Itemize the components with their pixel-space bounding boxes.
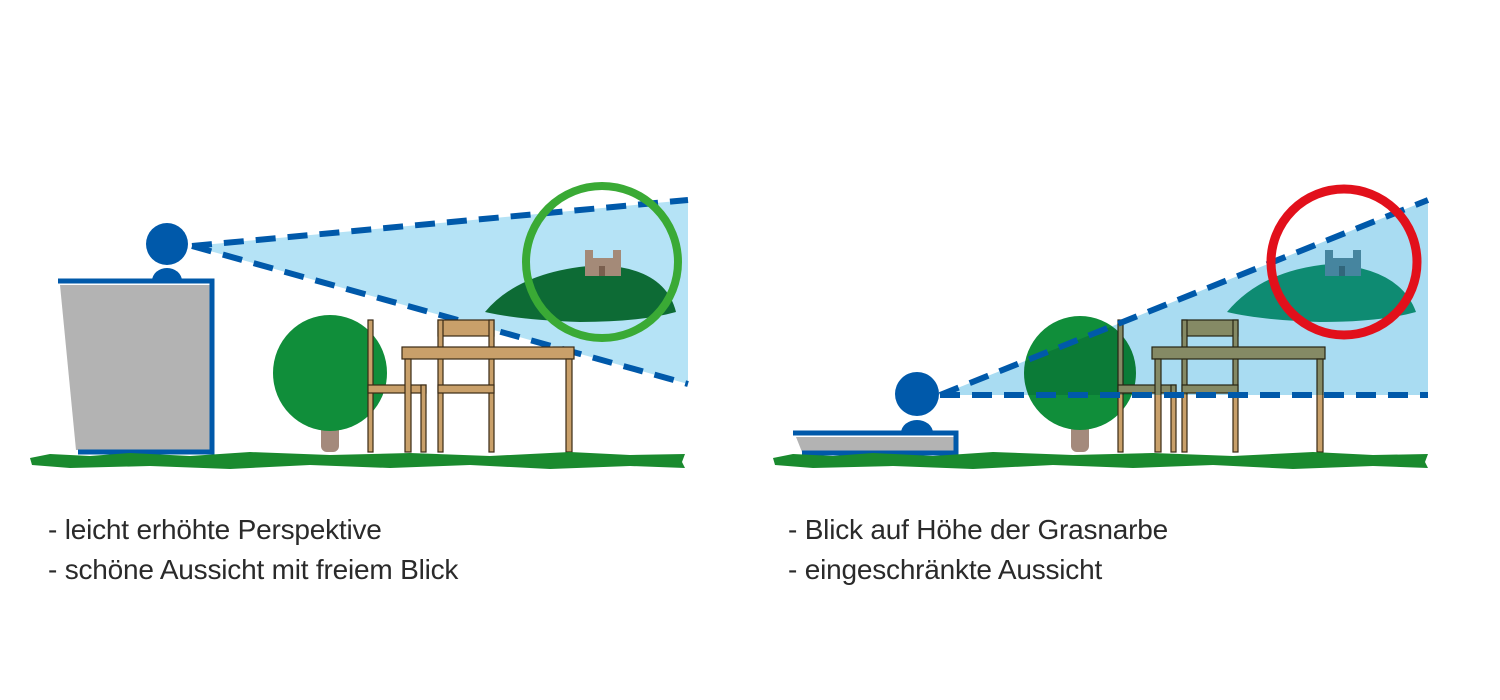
left-scene — [30, 182, 689, 469]
view-cone — [192, 200, 688, 384]
tree — [273, 315, 387, 452]
sightline-top — [191, 197, 689, 249]
grass — [30, 452, 685, 469]
chair-right — [437, 319, 495, 453]
caption-line: - leicht erhöhte Perspektive — [48, 514, 382, 545]
sightline-bottom — [191, 243, 689, 387]
person-elevated — [146, 223, 188, 281]
sightline-top — [938, 197, 1430, 398]
caption-line: - schöne Aussicht mit freiem Blick — [48, 554, 459, 585]
bad-view-circle — [1266, 184, 1422, 340]
table — [401, 346, 575, 453]
raised-platform — [58, 278, 215, 455]
right-caption: - Blick auf Höhe der Grasnarbe - eingesc… — [788, 510, 1168, 590]
chair-left — [367, 319, 427, 453]
hill — [485, 265, 676, 322]
person-ground-level — [895, 372, 939, 433]
grass — [773, 452, 1428, 469]
left-caption: - leicht erhöhte Perspektive - schöne Au… — [48, 510, 458, 590]
right-scene — [773, 184, 1430, 469]
good-view-circle — [522, 182, 682, 342]
caption-line: - eingeschränkte Aussicht — [788, 554, 1103, 585]
castle-icon — [585, 250, 621, 276]
caption-line: - Blick auf Höhe der Grasnarbe — [788, 514, 1168, 545]
ground-platform — [793, 430, 959, 456]
